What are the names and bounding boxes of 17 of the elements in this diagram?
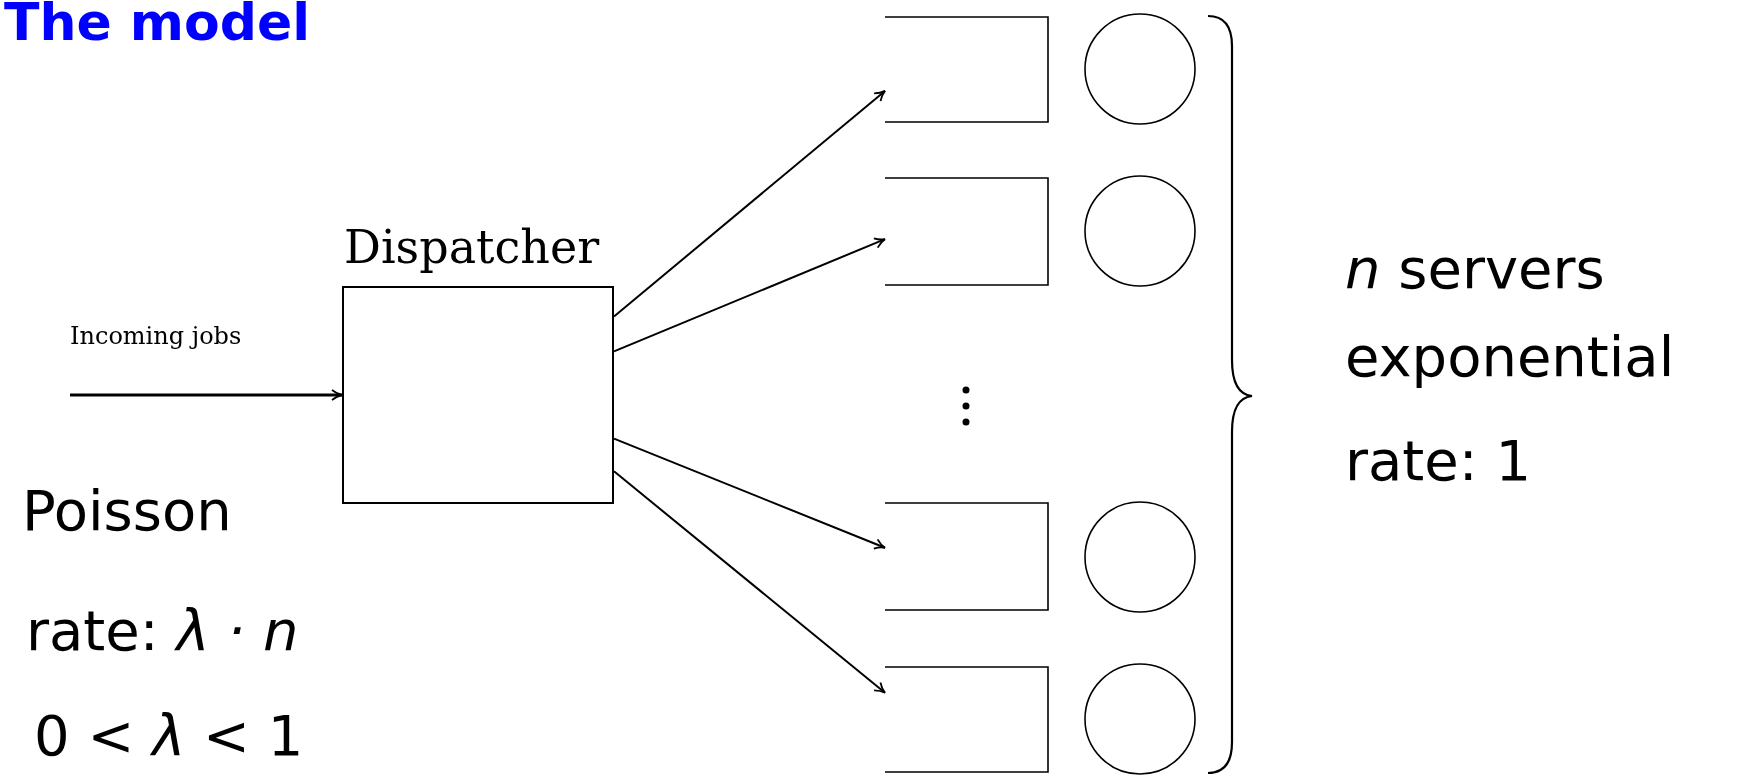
text-label: rate: λ · n: [26, 600, 299, 662]
text-label: rate: 1: [1345, 430, 1532, 492]
node-heading: Dispatcher: [344, 220, 600, 274]
queue-slot: [885, 666, 1049, 773]
text-label: Poisson: [22, 480, 232, 542]
edge-label: Incoming jobs: [70, 322, 242, 350]
server-circle: [1084, 663, 1196, 775]
server-circle: [1084, 501, 1196, 613]
title: The model: [4, 0, 311, 52]
text-label: exponential: [1345, 326, 1675, 388]
server-circle: [1084, 175, 1196, 287]
queue-slot: [885, 177, 1049, 286]
text-label: 0 < λ < 1: [34, 705, 304, 767]
server-circle: [1084, 13, 1196, 125]
text-label: n servers: [1345, 238, 1605, 300]
queue-slot: [885, 502, 1049, 611]
queue-slot: [885, 16, 1049, 123]
